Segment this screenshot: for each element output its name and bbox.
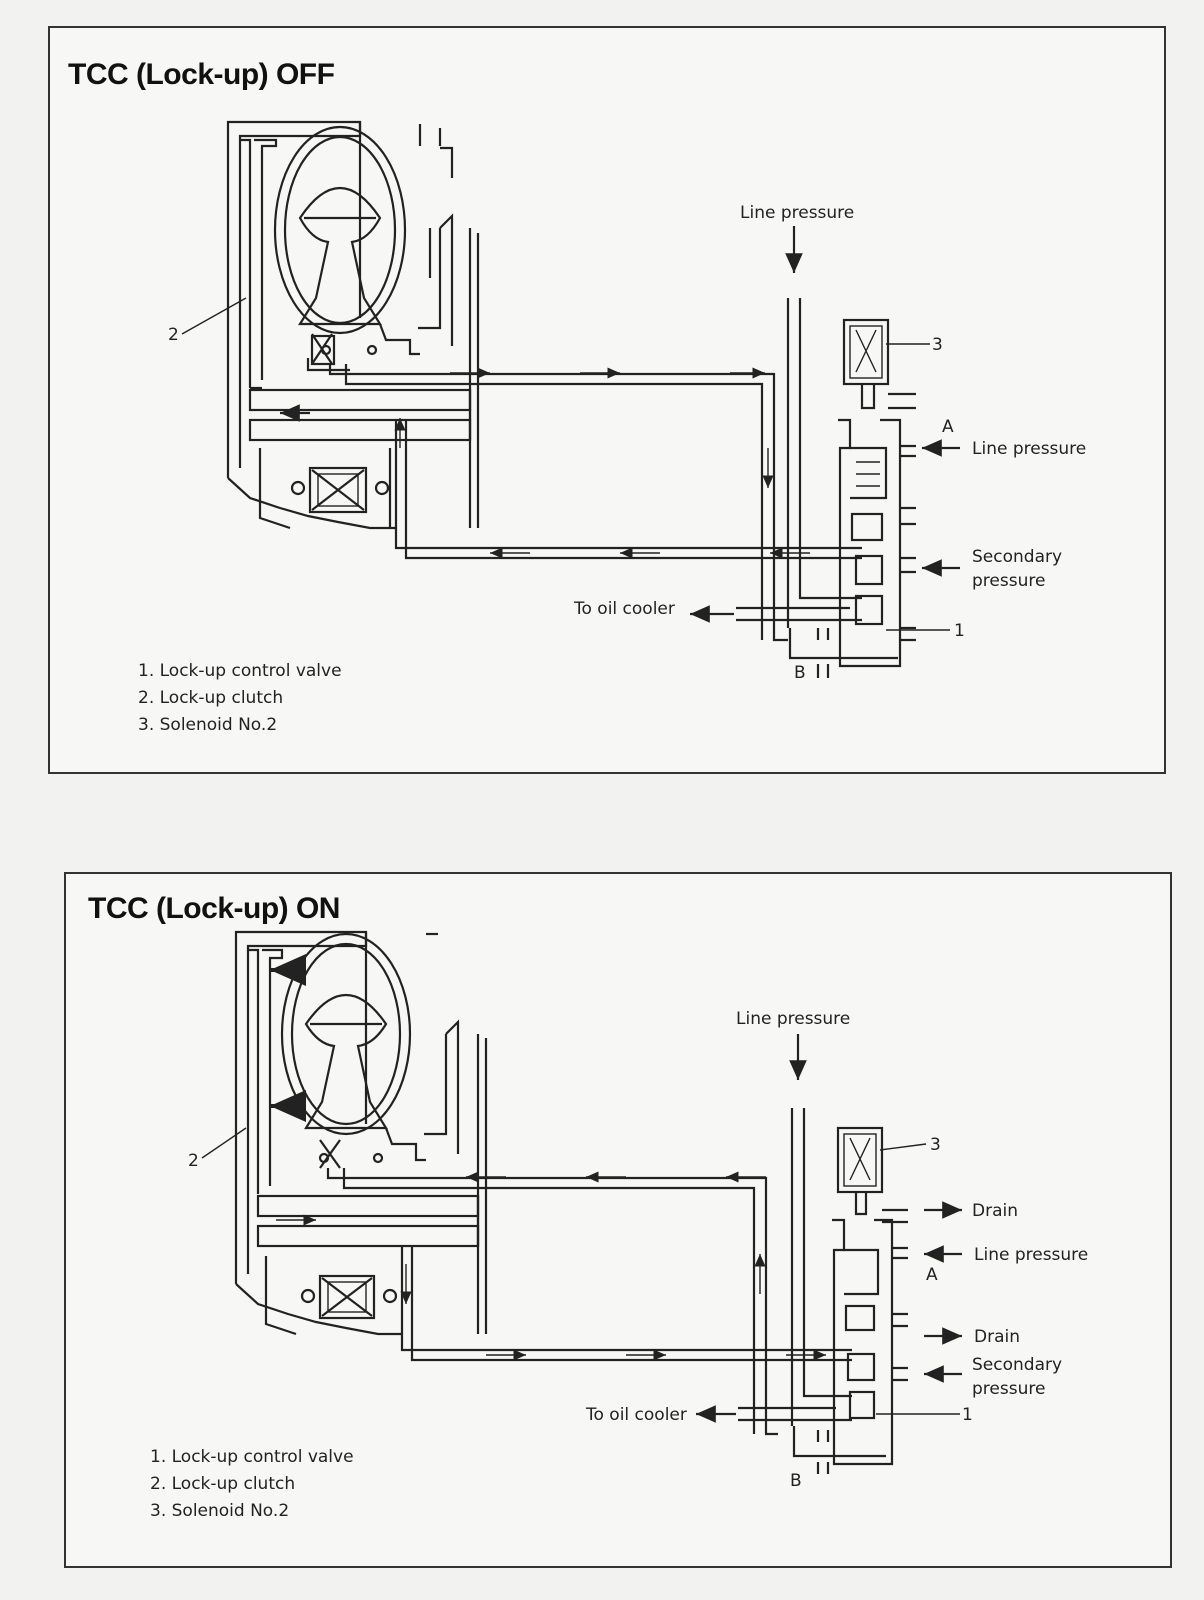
legend-item: 1. Lock-up control valve — [150, 1447, 354, 1467]
label-line-pressure-side: Line pressure — [974, 1245, 1088, 1265]
lockup-on-hydraulic-diagram: Line pressure Drain Line pressure Drain … — [188, 930, 1088, 1491]
legend-item: 3. Solenoid No.2 — [138, 715, 278, 735]
oil-passages — [328, 226, 898, 678]
label-secondary-pressure-1: Secondary — [972, 1355, 1062, 1375]
lockup-off-hydraulic-diagram: Line pressure Line pressure Secondary pr… — [168, 120, 1086, 683]
label-secondary-pressure-1: Secondary — [972, 547, 1062, 567]
label-drain-2: Drain — [974, 1327, 1020, 1347]
label-secondary-pressure-2: pressure — [972, 571, 1045, 591]
callout-1: 1 — [954, 621, 965, 641]
label-drain-1: Drain — [972, 1201, 1018, 1221]
solenoid-and-valve — [838, 318, 960, 668]
torque-converter — [226, 120, 480, 530]
label-line-pressure-side: Line pressure — [972, 439, 1086, 459]
label-port-a: A — [942, 417, 954, 437]
callout-2: 2 — [188, 1151, 199, 1171]
legend-item: 3. Solenoid No.2 — [150, 1501, 290, 1521]
label-to-oil-cooler: To oil cooler — [585, 1405, 687, 1425]
legend-item: 2. Lock-up clutch — [150, 1474, 296, 1494]
label-port-b: B — [790, 1471, 802, 1491]
callout-2: 2 — [168, 325, 179, 345]
legend-item: 1. Lock-up control valve — [138, 661, 342, 681]
legend-item: 2. Lock-up clutch — [138, 688, 284, 708]
label-line-pressure-top: Line pressure — [740, 203, 854, 223]
label-secondary-pressure-2: pressure — [972, 1379, 1045, 1399]
callout-1: 1 — [962, 1405, 973, 1425]
label-line-pressure-top: Line pressure — [736, 1009, 850, 1029]
legend: 1. Lock-up control valve 2. Lock-up clut… — [150, 1444, 354, 1525]
callout-3: 3 — [932, 335, 943, 355]
legend: 1. Lock-up control valve 2. Lock-up clut… — [138, 658, 342, 739]
torque-converter — [234, 930, 488, 1336]
label-port-b: B — [794, 663, 806, 683]
solenoid-and-valve — [832, 1126, 962, 1466]
label-port-a: A — [926, 1265, 938, 1285]
label-to-oil-cooler: To oil cooler — [573, 599, 675, 619]
diagram-panel-lockup-off: TCC (Lock-up) OFF — [48, 26, 1166, 774]
panel-title: TCC (Lock-up) ON — [88, 892, 340, 925]
callout-3: 3 — [930, 1135, 941, 1155]
panel-title: TCC (Lock-up) OFF — [68, 58, 335, 91]
oil-passages — [326, 1034, 886, 1474]
diagram-panel-lockup-on: TCC (Lock-up) ON — [64, 872, 1172, 1568]
